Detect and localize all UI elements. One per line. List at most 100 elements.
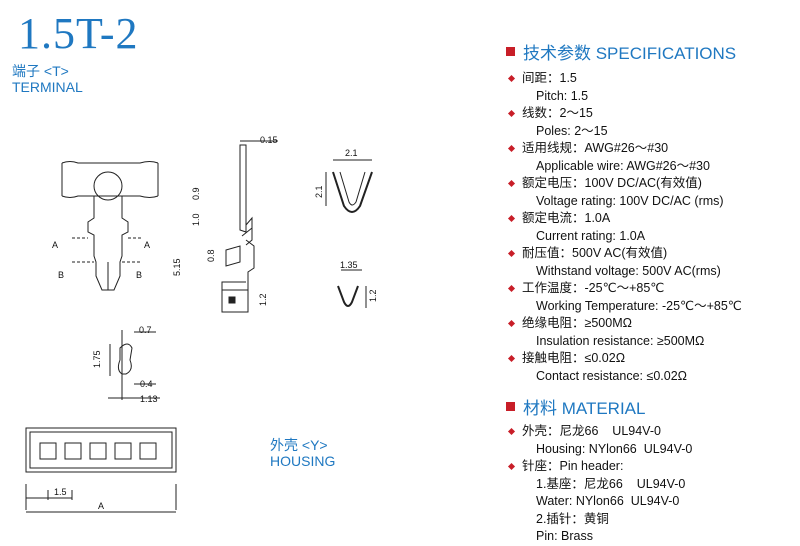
- spec-item-en: Pitch: 1.5: [506, 88, 796, 106]
- dim-113: 1.13: [140, 394, 158, 404]
- bullet-diamond-icon: [507, 463, 516, 471]
- material-header-text: 材料 MATERIAL: [523, 399, 646, 418]
- spec-item-en-text: Current rating: 1.0A: [536, 228, 646, 243]
- spec-item-cn-text: 额定电压：100V DC/AC(有效值): [522, 176, 702, 190]
- spec-item-cn-text: 耐压值：500V AC(有效值): [522, 246, 668, 260]
- spec-item-cn: 耐压值：500V AC(有效值): [506, 245, 796, 263]
- specifications-header-text: 技术参数 SPECIFICATIONS: [523, 44, 737, 63]
- housing-view: [25, 427, 177, 513]
- dim-07: 0.7: [139, 325, 152, 335]
- terminal-label: 端子 <T> TERMINAL: [12, 63, 83, 95]
- spec-item-en: Working Temperature: -25℃～+85℃: [506, 298, 796, 316]
- bullet-diamond-icon: [507, 428, 516, 436]
- housing-label-cn: 外壳 <Y>: [270, 437, 328, 453]
- spec-item-en: Withstand voltage: 500V AC(rms): [506, 263, 796, 281]
- material-line: Pin: Brass: [506, 528, 796, 546]
- bullet-diamond-icon: [507, 215, 516, 223]
- material-line-text: Water: NYlon66 UL94V-0: [536, 494, 680, 508]
- dim-a-right: A: [144, 240, 150, 250]
- dim-09: 0.9: [191, 187, 201, 200]
- spec-item-en: Poles: 2～15: [506, 123, 796, 141]
- technical-drawing: 0.15 0.9 1.0 0.8 5.15 1.2 2.1 2.1 1.35 1…: [25, 135, 378, 513]
- spec-item-en-text: Withstand voltage: 500V AC(rms): [536, 263, 721, 278]
- bullet-diamond-icon: [507, 250, 516, 258]
- bullet-diamond-icon: [507, 180, 516, 188]
- bullet-diamond-icon: [507, 75, 516, 83]
- spec-item-en-text: Working Temperature: -25℃～+85℃: [536, 298, 742, 313]
- spec-item-cn-text: 线数：2～15: [522, 106, 593, 120]
- material-line: 针座：Pin header:: [506, 458, 796, 476]
- spec-item-en-text: Applicable wire: AWG#26～#30: [536, 158, 710, 173]
- spec-item-en: Current rating: 1.0A: [506, 228, 796, 246]
- dim-housing-a: A: [98, 501, 104, 511]
- spec-item-cn-text: 接触电阻：≤0.02Ω: [522, 351, 626, 365]
- dim-175: 1.75: [92, 350, 102, 368]
- spec-item-en-text: Insulation resistance: ≥500MΩ: [536, 333, 705, 348]
- spec-item-cn-text: 工作温度：-25℃～+85℃: [522, 281, 665, 295]
- material-line-text: 1.基座：尼龙66 UL94V-0: [536, 476, 686, 491]
- spec-item-cn: 额定电压：100V DC/AC(有效值): [506, 175, 796, 193]
- material-line: 外壳：尼龙66 UL94V-0: [506, 423, 796, 441]
- bullet-diamond-icon: [507, 355, 516, 363]
- dim-12b: 1.2: [368, 289, 378, 302]
- dim-10: 1.0: [191, 213, 201, 226]
- header-square-icon: [506, 402, 515, 411]
- bullet-diamond-icon: [507, 145, 516, 153]
- dim-b-left: B: [58, 270, 64, 280]
- spec-item-cn-text: 额定电流：1.0A: [522, 211, 611, 225]
- spec-item-cn: 线数：2～15: [506, 105, 796, 123]
- material-line: 1.基座：尼龙66 UL94V-0: [506, 476, 796, 494]
- dim-015: 0.15: [260, 135, 278, 145]
- housing-label: 外壳 <Y> HOUSING: [270, 437, 335, 469]
- spec-item-cn: 绝缘电阻：≥500MΩ: [506, 315, 796, 333]
- crimp-section-large: [325, 159, 373, 213]
- header-square-icon: [506, 47, 515, 56]
- spec-item-cn: 接触电阻：≤0.02Ω: [506, 350, 796, 368]
- dim-b-right: B: [136, 270, 142, 280]
- bullet-diamond-icon: [507, 320, 516, 328]
- material-line-text: 外壳：尼龙66 UL94V-0: [522, 424, 661, 438]
- material-line-text: 2.插针：黄铜: [536, 511, 609, 526]
- spec-item-en-text: Pitch: 1.5: [536, 88, 589, 103]
- crimp-section-small: [337, 269, 367, 308]
- spec-item-cn: 适用线规：AWG#26～#30: [506, 140, 796, 158]
- material-header: 材料 MATERIAL: [506, 394, 796, 419]
- bullet-diamond-icon: [507, 110, 516, 118]
- spec-item-cn-text: 间距：1.5: [522, 71, 577, 85]
- bullet-diamond-icon: [507, 285, 516, 293]
- terminal-front-view: [61, 161, 159, 291]
- terminal-label-cn: 端子 <T>: [12, 63, 69, 79]
- spec-item-en: Voltage rating: 100V DC/AC (rms): [506, 193, 796, 211]
- spec-item-cn-text: 绝缘电阻：≥500MΩ: [522, 316, 632, 330]
- material-line: Water: NYlon66 UL94V-0: [506, 493, 796, 511]
- terminal-label-en: TERMINAL: [12, 79, 83, 95]
- spec-item-en: Applicable wire: AWG#26～#30: [506, 158, 796, 176]
- spec-item-en-text: Contact resistance: ≤0.02Ω: [536, 368, 688, 383]
- dim-21v: 2.1: [314, 185, 324, 198]
- material-line: 2.插针：黄铜: [506, 511, 796, 529]
- dim-housing-pitch: 1.5: [54, 487, 67, 497]
- spec-item-en: Contact resistance: ≤0.02Ω: [506, 368, 796, 386]
- spec-item-en-text: Voltage rating: 100V DC/AC (rms): [536, 193, 724, 208]
- housing-label-en: HOUSING: [270, 453, 336, 469]
- dim-04: 0.4: [140, 379, 153, 389]
- spec-item-cn-text: 适用线规：AWG#26～#30: [522, 141, 669, 155]
- spec-item-cn: 间距：1.5: [506, 70, 796, 88]
- dim-135: 1.35: [340, 260, 358, 270]
- specifications-header: 技术参数 SPECIFICATIONS: [506, 39, 796, 64]
- spec-item-cn: 额定电流：1.0A: [506, 210, 796, 228]
- terminal-side-view: [221, 140, 278, 313]
- spec-item-cn: 工作温度：-25℃～+85℃: [506, 280, 796, 298]
- terminal-bottom-view: [108, 330, 160, 400]
- dim-515: 5.15: [172, 258, 182, 276]
- spec-item-en: Insulation resistance: ≥500MΩ: [506, 333, 796, 351]
- dim-08: 0.8: [206, 249, 216, 262]
- material-line: Housing: NYlon66 UL94V-0: [506, 441, 796, 459]
- spec-item-en-text: Poles: 2～15: [536, 123, 608, 138]
- material-line-text: Housing: NYlon66 UL94V-0: [536, 441, 693, 456]
- material-line-text: 针座：Pin header:: [522, 459, 624, 473]
- page-title: 1.5T-2: [18, 9, 139, 58]
